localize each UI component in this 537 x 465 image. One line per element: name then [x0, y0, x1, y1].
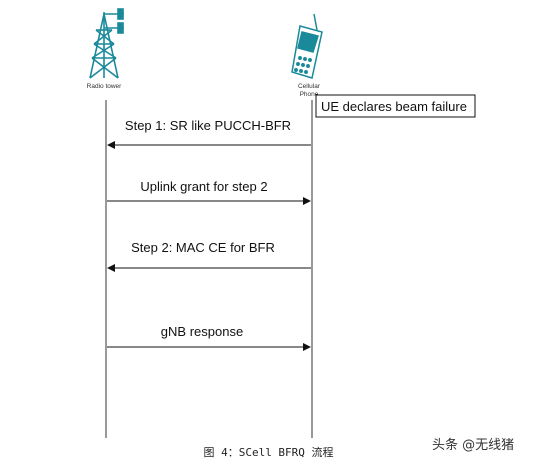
note-box: [315, 94, 476, 118]
cellular-phone-icon: [291, 13, 323, 79]
message-label-4: gNB response: [161, 324, 243, 339]
right-actor-label-line2: Phone: [300, 91, 319, 98]
message-label-3: Step 2: MAC CE for BFR: [131, 240, 275, 255]
note-text: UE declares beam failure: [321, 99, 467, 114]
figure-caption: 图 4：SCell BFRQ 流程: [203, 446, 334, 459]
right-actor-label-line1: Cellular: [298, 83, 321, 90]
message-label-1: Step 1: SR like PUCCH-BFR: [125, 118, 291, 133]
left-actor-label: Radio tower: [87, 83, 123, 90]
watermark-text: 头条 @无线猪: [432, 438, 515, 453]
message-label-2: Uplink grant for step 2: [140, 179, 267, 194]
radio-tower-icon: [89, 8, 124, 79]
